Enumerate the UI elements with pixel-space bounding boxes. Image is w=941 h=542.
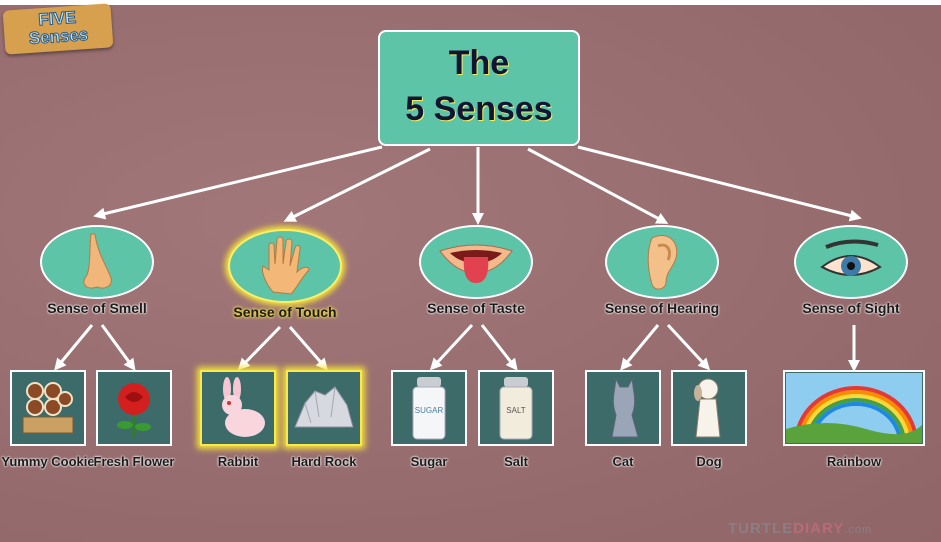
item-label: Salt [504,454,528,469]
dog-icon [694,378,721,438]
sense-label-sight: Sense of Sight [802,300,900,316]
connector-arrows [54,145,862,372]
tongue-icon [439,244,513,283]
item-label: Cat [612,454,634,469]
sugar-jar-icon: SUGAR [412,377,446,440]
sense-label-smell: Sense of Smell [47,300,147,316]
item-sugar[interactable]: SUGAR [391,370,467,446]
item-label: Fresh Flower [93,454,175,469]
hand-icon [262,236,310,295]
item-label: Rainbow [826,454,882,469]
cat-icon [611,377,639,438]
eye-icon [820,239,882,276]
item-yummy-cookie[interactable] [10,370,86,446]
sense-label-hearing: Sense of Hearing [604,300,720,316]
item-label: Sugar [410,454,448,469]
sense-label-touch: Sense of Touch [233,304,337,320]
sense-node-touch[interactable] [228,229,342,303]
rock-icon [294,386,354,428]
cookie-icon [22,382,74,434]
nose-icon [83,233,112,289]
item-label: Rabbit [217,454,259,469]
turtle-diary-watermark: TURTLEDIARY.com [728,520,873,537]
item-rainbow[interactable] [783,370,925,446]
item-dog[interactable] [671,370,747,446]
item-salt[interactable]: SALT [478,370,554,446]
item-rabbit[interactable] [200,370,276,446]
item-fresh-flower[interactable] [96,370,172,446]
item-cat[interactable] [585,370,661,446]
sense-label-taste: Sense of Taste [427,300,525,316]
item-hard-rock[interactable] [286,370,362,446]
jar-label: SALT [506,406,526,415]
rose-icon [117,383,151,437]
ear-icon [647,235,678,290]
rabbit-icon [222,377,265,437]
item-label: Hard Rock [291,454,357,469]
rainbow-icon [786,373,922,443]
jar-label: SUGAR [415,406,444,415]
sense-node-taste[interactable] [419,225,533,299]
sense-node-smell[interactable] [40,225,154,299]
item-label: Dog [696,454,722,469]
salt-jar-icon: SALT [499,377,533,440]
sense-node-sight[interactable] [794,225,908,299]
item-label: Yummy Cookie [1,454,95,469]
sense-node-hearing[interactable] [605,225,719,299]
